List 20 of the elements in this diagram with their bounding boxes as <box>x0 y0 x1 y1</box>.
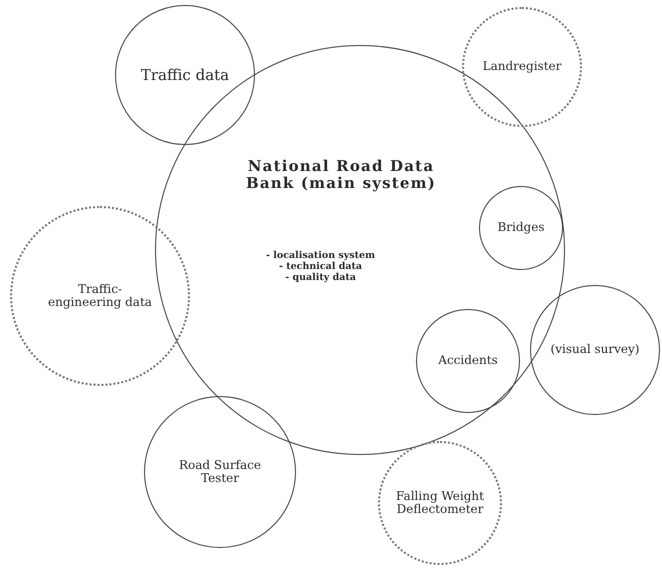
bullet-item: - technical data <box>278 262 364 272</box>
node-label: Traffic data <box>140 66 230 84</box>
dotted-circle <box>462 7 582 127</box>
circle <box>144 396 296 548</box>
circle <box>416 309 520 413</box>
circle <box>530 285 660 415</box>
node-label: Falling Weight Deflectometer <box>395 490 485 516</box>
node-label: Accidents <box>438 354 498 368</box>
bullet-item: - quality data <box>284 272 357 284</box>
node-title: National Road Data Bank (main system) <box>244 158 438 192</box>
node-label: Landregister <box>482 60 562 74</box>
dotted-circle <box>378 441 502 565</box>
node-label: Bridges <box>497 221 544 235</box>
node-label: (visual survey) <box>550 343 640 357</box>
bullet-item: - localisation system <box>266 251 376 262</box>
node-label: Traffic-engineering data <box>47 282 153 310</box>
circle <box>115 5 255 145</box>
circle <box>479 186 563 270</box>
dotted-circle <box>10 206 190 386</box>
node-label: Road Surface Tester <box>178 458 262 486</box>
